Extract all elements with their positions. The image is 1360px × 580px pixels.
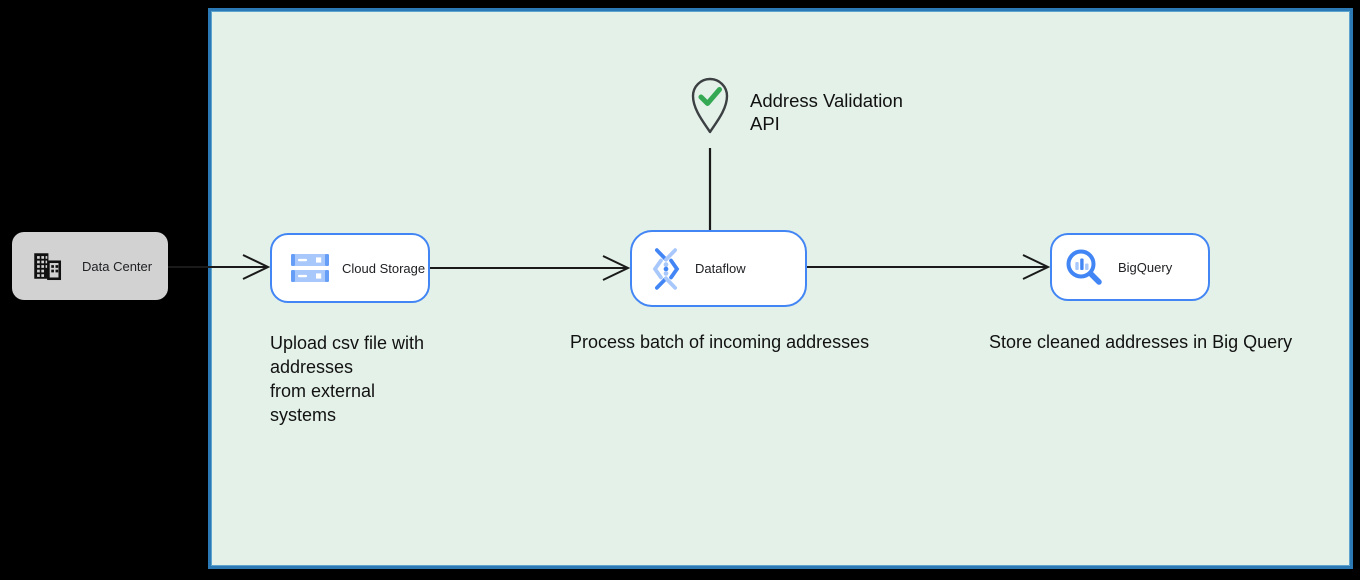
node-data-center: Data Center bbox=[12, 232, 168, 300]
dataflow-icon bbox=[647, 247, 685, 291]
address-validation-api-label: Address Validation API bbox=[750, 90, 903, 134]
cloud-storage-icon bbox=[291, 254, 329, 282]
node-bigquery: BigQuery bbox=[1050, 233, 1210, 301]
node-label-cloud-storage: Cloud Storage bbox=[342, 260, 426, 276]
map-pin-check-icon bbox=[688, 76, 732, 136]
caption-cloud-storage: Upload csv file with addresses from exte… bbox=[270, 333, 425, 425]
node-cloud-storage: Cloud Storage bbox=[270, 233, 430, 303]
caption-bigquery: Store cleaned addresses in Big Query bbox=[989, 332, 1293, 352]
caption-dataflow: Process batch of incoming addresses bbox=[570, 332, 870, 352]
node-label-dataflow: Dataflow bbox=[695, 261, 746, 276]
building-icon bbox=[30, 249, 64, 283]
node-label-data-center: Data Center bbox=[82, 258, 153, 274]
bigquery-icon bbox=[1064, 247, 1104, 287]
node-label-bigquery: BigQuery bbox=[1118, 259, 1173, 275]
node-dataflow: Dataflow bbox=[630, 230, 807, 307]
